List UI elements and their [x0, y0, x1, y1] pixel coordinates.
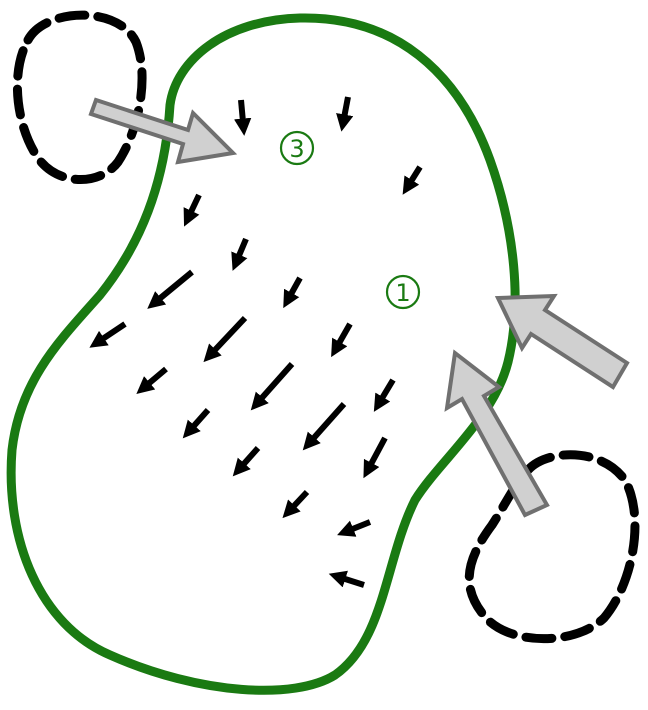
flow-arrow — [203, 315, 248, 363]
flow-arrow — [331, 322, 353, 358]
flow-arrow — [234, 99, 252, 136]
flow-arrow — [147, 269, 194, 309]
inflow-arrow-right — [494, 293, 630, 390]
flow-arrow — [302, 402, 347, 451]
region-label-3: 3 — [279, 130, 315, 166]
flow-arrow — [402, 165, 423, 195]
inflow-arrow-top-left — [88, 97, 238, 165]
flow-arrow — [283, 276, 303, 309]
flow-arrow — [337, 519, 372, 537]
flow-arrow — [336, 96, 354, 132]
dashed-blob-top-left — [12, 10, 147, 184]
flow-arrow — [328, 570, 365, 588]
flow-arrow — [282, 489, 310, 519]
green-boundary — [6, 13, 520, 695]
flow-arrow — [89, 321, 127, 348]
flow-arrow — [136, 366, 168, 394]
flow-arrow — [182, 408, 211, 439]
dashed-blob-bottom-right — [464, 450, 640, 644]
flow-arrow — [232, 446, 261, 477]
region-label-1: 1 — [385, 274, 421, 310]
flow-arrow — [231, 237, 249, 271]
flow-arrow-field — [89, 96, 423, 588]
region-label-1-text: 1 — [395, 279, 410, 307]
inflow-arrow-bottom-right — [444, 349, 550, 518]
region-label-3-text: 3 — [289, 135, 304, 163]
flow-arrow — [373, 378, 396, 412]
flow-arrow — [183, 193, 202, 227]
flow-arrow — [250, 362, 295, 411]
flow-arrow — [363, 436, 388, 479]
